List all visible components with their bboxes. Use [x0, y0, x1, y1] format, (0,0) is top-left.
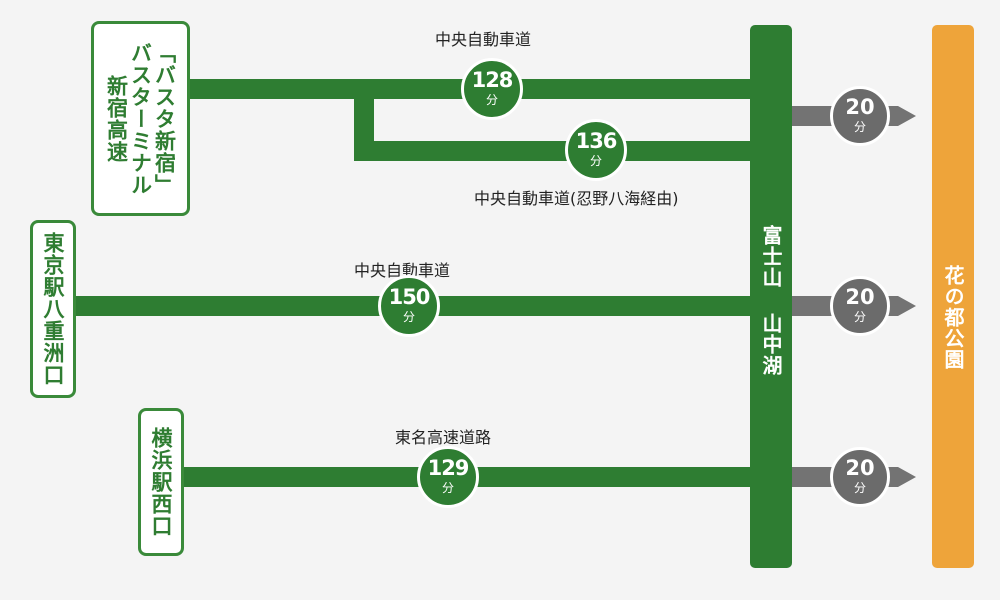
duration-value: 129 — [427, 456, 470, 480]
duration-unit: 分 — [485, 93, 498, 107]
hub-bar-yamanakako[interactable]: 富士山 山中湖 — [750, 25, 792, 568]
duration-unit: 分 — [441, 481, 454, 495]
origin-tokyo-label: 東京駅八重洲口 — [41, 232, 65, 386]
origin-box-tokyo[interactable]: 東京駅八重洲口 — [30, 220, 76, 398]
duration-badge-shinjuku-oshino: 136 分 — [565, 119, 627, 181]
origin-shinjuku-line1: 新宿高速 — [104, 74, 129, 163]
route-line-shinjuku-oshino — [354, 141, 752, 161]
destination-label: 花の都公園 — [941, 265, 965, 370]
origin-shinjuku-line2: バスターミナル — [128, 41, 153, 196]
route-name-shinjuku-main: 中央自動車道 — [435, 30, 532, 49]
transfer-value: 20 — [845, 456, 875, 480]
hub-label: 富士山 山中湖 — [759, 225, 783, 376]
origin-shinjuku-line3: 「バスタ新宿」 — [152, 41, 177, 196]
destination-bar-hananomiyako-park[interactable]: 花の都公園 — [932, 25, 974, 568]
duration-badge-shinjuku-main: 128 分 — [461, 58, 523, 120]
route-name-yokohama: 東名高速道路 — [395, 428, 492, 447]
transfer-value: 20 — [845, 285, 875, 309]
transfer-unit: 分 — [853, 310, 866, 324]
transfer-unit: 分 — [853, 120, 866, 134]
duration-unit: 分 — [589, 154, 602, 168]
origin-box-shinjuku[interactable]: 新宿高速 バスターミナル 「バスタ新宿」 — [91, 21, 190, 216]
duration-unit: 分 — [402, 310, 415, 324]
origin-box-yokohama[interactable]: 横浜駅西口 — [138, 408, 184, 556]
duration-value: 128 — [471, 68, 514, 92]
duration-badge-yokohama: 129 分 — [417, 446, 479, 508]
transfer-badge-2: 20 分 — [830, 276, 890, 336]
route-name-shinjuku-oshino: 中央自動車道(忍野八海経由) — [474, 189, 679, 208]
duration-badge-tokyo: 150 分 — [378, 275, 440, 337]
transfer-badge-1: 20 分 — [830, 86, 890, 146]
transfer-unit: 分 — [853, 481, 866, 495]
duration-value: 136 — [575, 129, 618, 153]
route-name-tokyo: 中央自動車道 — [354, 261, 451, 280]
duration-value: 150 — [388, 285, 431, 309]
origin-yokohama-label: 横浜駅西口 — [149, 427, 173, 537]
transfer-badge-3: 20 分 — [830, 447, 890, 507]
transfer-value: 20 — [845, 95, 875, 119]
